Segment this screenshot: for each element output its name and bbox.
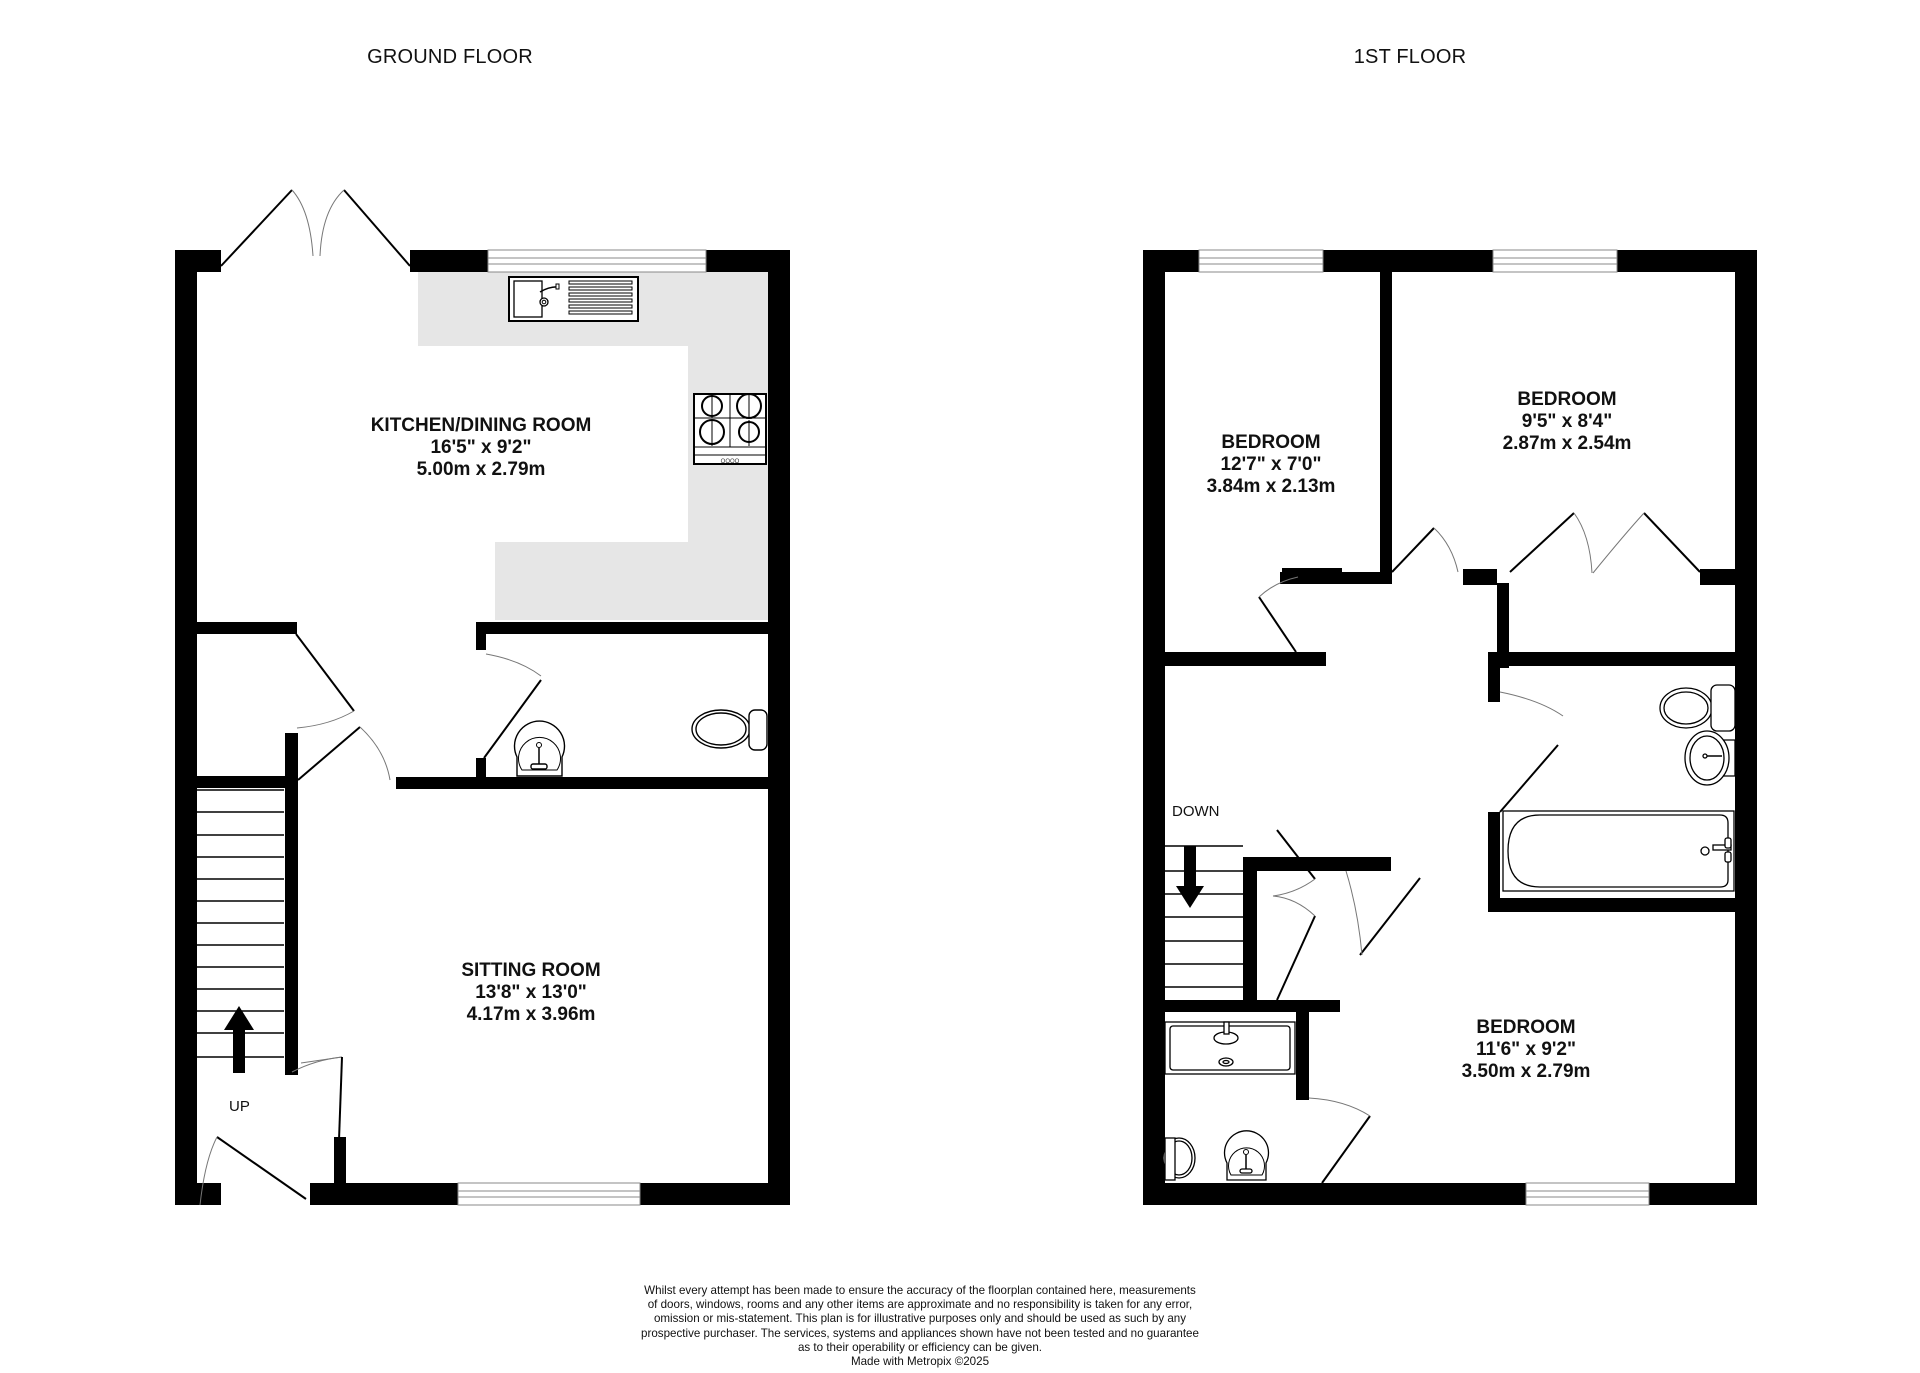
disclaimer-line: omission or mis-statement. This plan is … [653, 1312, 1187, 1326]
room-name: KITCHEN/DINING ROOM [370, 415, 592, 436]
room-dimensions-imperial: 12'7" x 7'0" [1220, 454, 1322, 475]
ensuite-basin-icon [1223, 1130, 1270, 1181]
credit: Made with Metropix ©2025 [850, 1355, 990, 1369]
first-internal-walls [1165, 272, 1735, 1100]
room-name: BEDROOM [1221, 432, 1321, 453]
room-dimensions-metric: 2.87m x 2.54m [1502, 433, 1632, 454]
kitchen-window [487, 249, 707, 273]
ground-floor-plan: OOOO [175, 189, 790, 1206]
disclaimer-line: prospective purchaser. The services, sys… [641, 1326, 1199, 1340]
room-label-bedroom-2: BEDROOM 9'5" x 8'4" 2.87m x 2.54m [1407, 389, 1727, 455]
ground-doors [199, 633, 542, 1206]
ensuite-toilet-icon [1162, 1137, 1196, 1181]
room-dimensions-imperial: 13'8" x 13'0" [475, 982, 587, 1003]
french-doors [220, 189, 411, 267]
room-label-bedroom-1: BEDROOM 12'7" x 7'0" 3.84m x 2.13m [1111, 432, 1431, 498]
first-floor-plan [1143, 249, 1757, 1206]
first-outer-walls [1143, 250, 1757, 1205]
room-dimensions-metric: 5.00m x 2.79m [416, 459, 546, 480]
room-dimensions-metric: 4.17m x 3.96m [466, 1004, 596, 1025]
first-doors [1258, 512, 1701, 1184]
first-floor-title: 1ST FLOOR [1353, 46, 1467, 68]
room-name: BEDROOM [1476, 1017, 1576, 1038]
wc-toilet-icon [691, 709, 768, 751]
shower-tray-icon [1164, 1021, 1296, 1075]
room-name: BEDROOM [1517, 389, 1617, 410]
bathroom-basin-icon [1684, 730, 1736, 786]
sitting-room-window [457, 1182, 641, 1206]
wc-basin-icon [513, 720, 566, 777]
bathroom-toilet-icon [1659, 684, 1736, 732]
stairs-up-label: UP [229, 1098, 250, 1115]
hob-icon: OOOO [693, 393, 767, 465]
ground-internal-walls [197, 622, 768, 1187]
first-stairs [1165, 845, 1243, 988]
room-name: SITTING ROOM [461, 960, 601, 981]
first-floor-windows [1198, 249, 1650, 1206]
stairs-up-arrow-icon [224, 1006, 254, 1073]
stairs-down-label: DOWN [1172, 803, 1220, 820]
room-label-sitting-room: SITTING ROOM 13'8" x 13'0" 4.17m x 3.96m [371, 960, 691, 1026]
room-dimensions-metric: 3.50m x 2.79m [1461, 1061, 1591, 1082]
disclaimer-line: Whilst every attempt has been made to en… [644, 1284, 1196, 1297]
svg-text:OOOO: OOOO [721, 459, 740, 465]
room-dimensions-imperial: 11'6" x 9'2" [1476, 1039, 1576, 1060]
kitchen-sink-icon [508, 276, 639, 322]
bath-icon [1502, 810, 1735, 892]
ground-stairs [197, 789, 284, 1058]
room-dimensions-metric: 3.84m x 2.13m [1206, 476, 1336, 497]
room-dimensions-imperial: 9'5" x 8'4" [1521, 411, 1613, 432]
ground-outer-walls [175, 250, 790, 1205]
ground-floor-title: GROUND FLOOR [367, 46, 533, 68]
disclaimer-line: as to their operability or efficiency ca… [797, 1340, 1043, 1354]
stairs-down-arrow-icon [1176, 846, 1204, 908]
room-label-bedroom-3: BEDROOM 11'6" x 9'2" 3.50m x 2.79m [1366, 1017, 1686, 1083]
room-dimensions-imperial: 16'5" x 9'2" [430, 437, 532, 458]
room-label-kitchen-dining: KITCHEN/DINING ROOM 16'5" x 9'2" 5.00m x… [321, 415, 641, 481]
disclaimer-line: of doors, windows, rooms and any other i… [647, 1298, 1193, 1312]
disclaimer: Whilst every attempt has been made to en… [560, 1284, 1280, 1369]
